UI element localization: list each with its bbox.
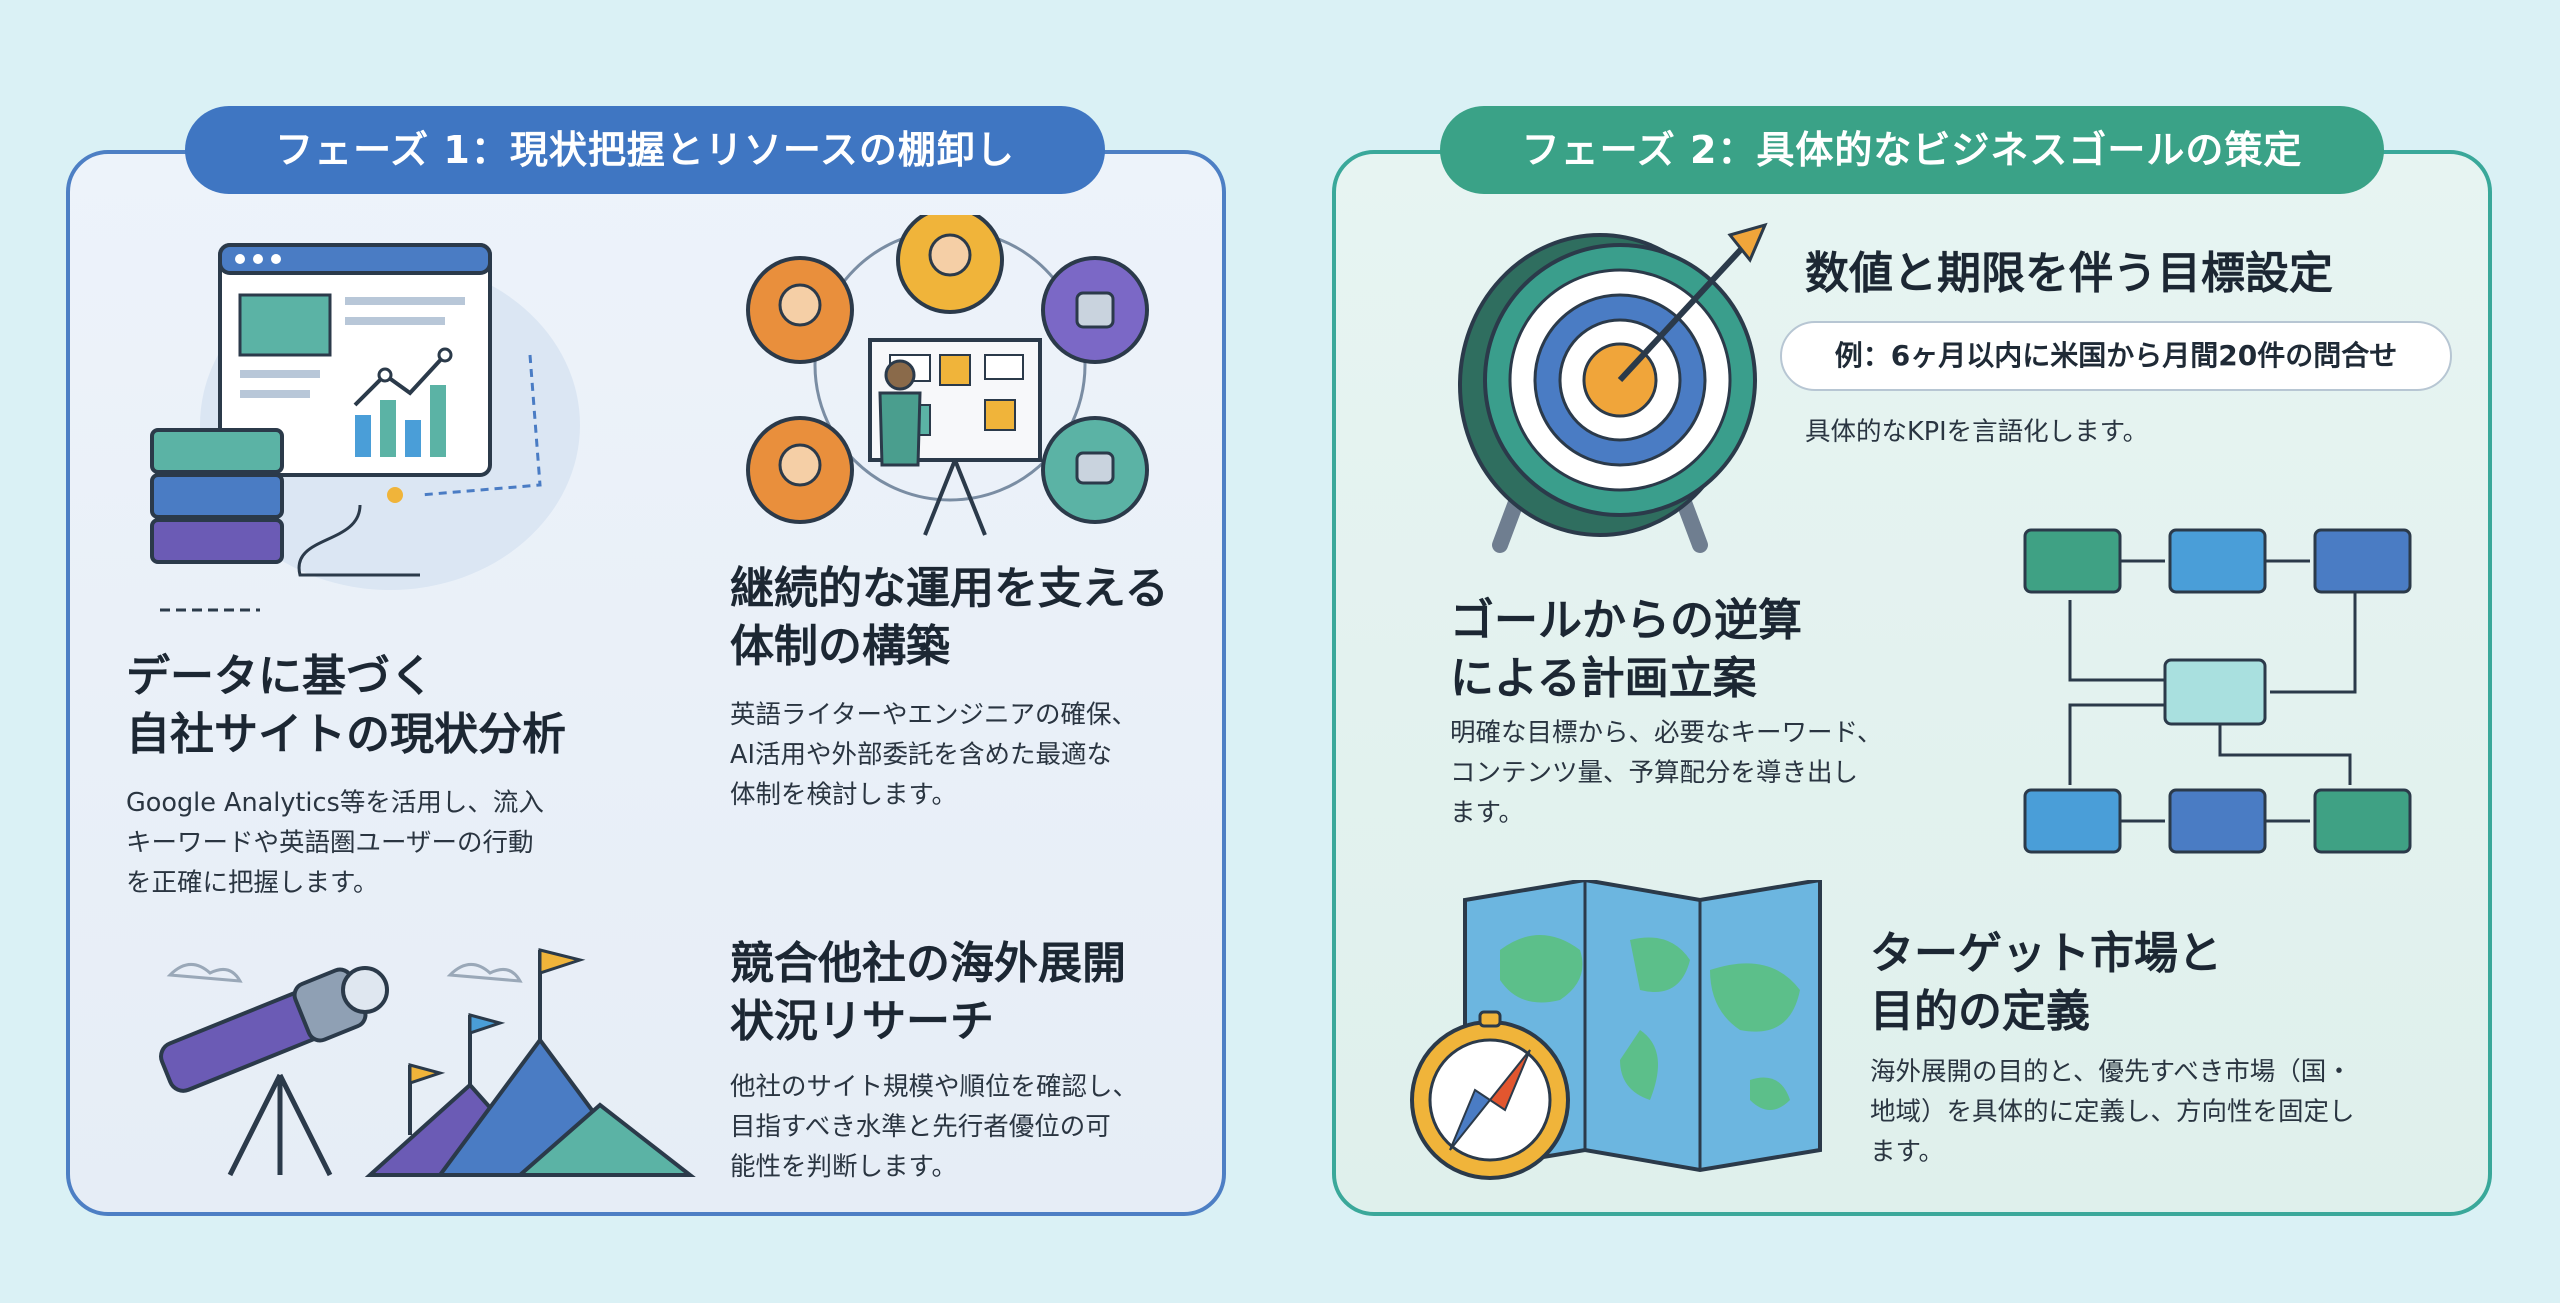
phase1-item2-heading: 継続的な運用を支える 体制の構築 bbox=[730, 563, 1169, 672]
analytics-dashboard-icon bbox=[150, 243, 580, 612]
phase2-item3-heading: ターゲット市場と 目的の定義 bbox=[1870, 928, 2222, 1037]
phase1-item3-body: 他社のサイト規模や順位を確認し、 目指すべき水準と先行者優位の可 能性を判断しま… bbox=[730, 1072, 1139, 1182]
team-whiteboard-icon bbox=[746, 215, 1149, 536]
phase1-item1-heading: データに基づく 自社サイトの現状分析 bbox=[126, 651, 566, 760]
phase2-item2-heading: ゴールからの逆算 による計画立案 bbox=[1450, 595, 1802, 704]
phase1-title: フェーズ 1：現状把握とリソースの棚卸し bbox=[185, 106, 1105, 194]
map-compass-icon bbox=[1410, 880, 1822, 1180]
phase1-item1-body: Google Analytics等を活用し、流入 キーワードや英語圏ユーザーの行… bbox=[126, 788, 544, 898]
flowchart-icon bbox=[2023, 528, 2412, 854]
phase2-item1-body: 具体的なKPIを言語化します。 bbox=[1805, 417, 2149, 447]
target-arrow-icon bbox=[1458, 222, 1768, 553]
telescope-mountains-icon bbox=[159, 948, 696, 1177]
phase2-item1-example: 例：6ヶ月以内に米国から月間20件の問合せ bbox=[1780, 321, 2452, 391]
phase1-item3-heading: 競合他社の海外展開 状況リサーチ bbox=[730, 938, 1126, 1047]
phase2-item1-heading: 数値と期限を伴う目標設定 bbox=[1805, 248, 2333, 299]
phase2-title: フェーズ 2：具体的なビジネスゴールの策定 bbox=[1440, 106, 2384, 194]
phase2-item2-body: 明確な目標から、必要なキーワード、 コンテンツ量、予算配分を導き出し ます。 bbox=[1450, 718, 1883, 828]
phase1-item2-body: 英語ライターやエンジニアの確保、 AI活用や外部委託を含めた最適な 体制を検討し… bbox=[730, 700, 1137, 810]
phase2-item3-body: 海外展開の目的と、優先すべき市場（国・ 地域）を具体的に定義し、方向性を固定し … bbox=[1870, 1057, 2355, 1167]
